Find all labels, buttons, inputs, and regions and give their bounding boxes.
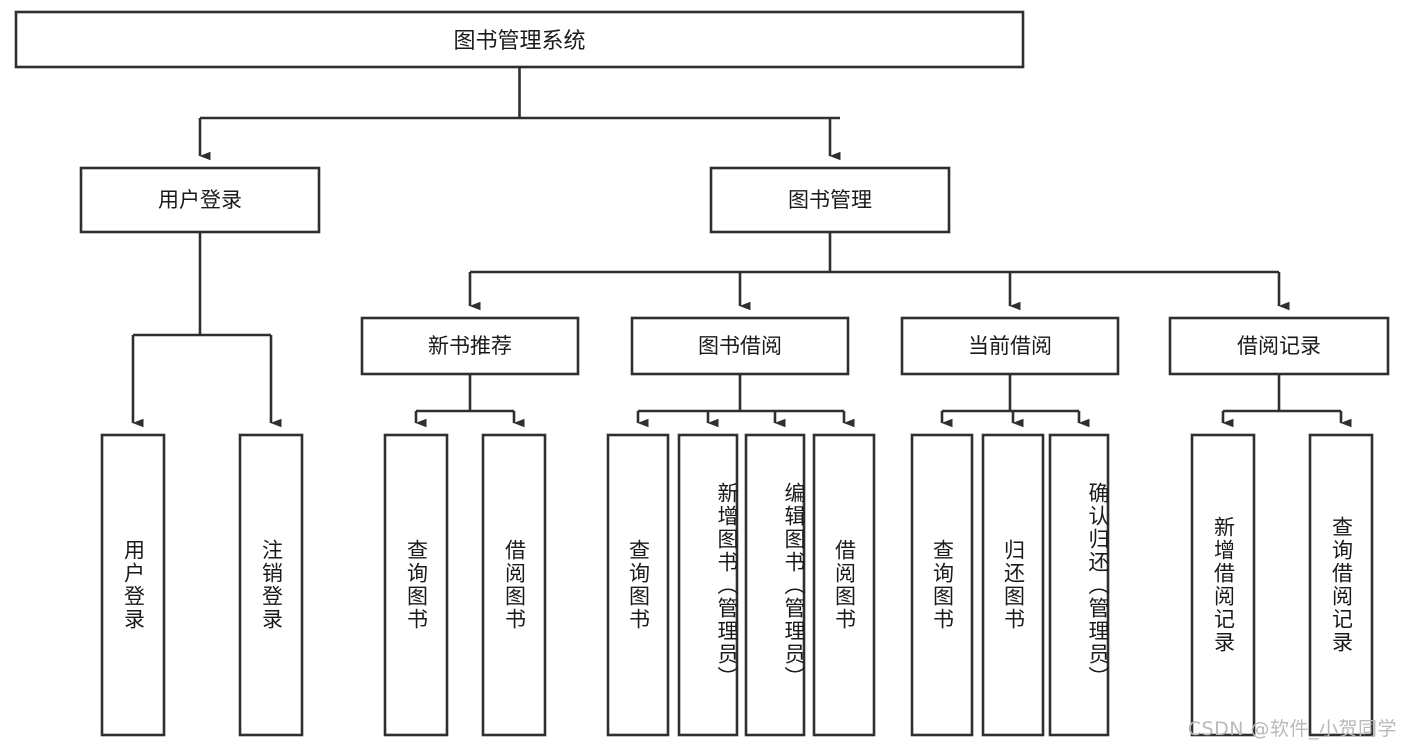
connector-userlogin-to-leaves (131, 232, 282, 428)
node-box-leaf-4[interactable] (606, 433, 670, 737)
node-box-leaf-9[interactable] (981, 433, 1045, 737)
connector-bookmgmt-to-level3 (468, 232, 1290, 311)
node-label-current-borrow: 当前借阅 (968, 334, 1052, 358)
node-box-leaf-6[interactable] (744, 433, 806, 737)
node-label-new-book-recommend: 新书推荐 (428, 334, 512, 358)
node-box-leaf-12[interactable] (1308, 433, 1374, 737)
node-label-user-login: 用户登录 (158, 188, 242, 212)
node-label-root: 图书管理系统 (453, 29, 585, 54)
node-boxes-layer (14, 10, 1390, 737)
node-box-level3-2[interactable] (900, 316, 1120, 376)
node-box-leaf-2[interactable] (383, 433, 449, 737)
node-box-leaf-5[interactable] (677, 433, 739, 737)
node-label-book-borrow: 图书借阅 (698, 334, 782, 358)
connector-records-to-leaves (1221, 374, 1352, 428)
node-label-book-management: 图书管理 (788, 188, 872, 212)
node-box-leaf-0[interactable] (100, 433, 166, 737)
node-box-leaf-8[interactable] (910, 433, 974, 737)
node-box-leaf-1[interactable] (238, 433, 304, 737)
node-box-level3-0[interactable] (360, 316, 580, 376)
node-box-level2-1[interactable] (709, 166, 951, 234)
node-label-borrow-records: 借阅记录 (1237, 334, 1321, 358)
node-box-leaf-11[interactable] (1190, 433, 1256, 737)
connector-newbook-to-leaves (414, 374, 525, 428)
node-box-leaf-3[interactable] (481, 433, 547, 737)
connector-borrow-to-leaves (636, 374, 855, 428)
node-box-level3-3[interactable] (1168, 316, 1390, 376)
connector-current-to-leaves (940, 374, 1090, 428)
connector-root-to-level2 (198, 67, 841, 161)
csdn-watermark: CSDN @软件_小贺同学 (1187, 718, 1397, 740)
node-box-root[interactable] (14, 10, 1025, 69)
node-box-leaf-10[interactable] (1048, 433, 1110, 737)
node-box-leaf-7[interactable] (812, 433, 876, 737)
node-box-level2-0[interactable] (79, 166, 321, 234)
node-box-level3-1[interactable] (630, 316, 850, 376)
